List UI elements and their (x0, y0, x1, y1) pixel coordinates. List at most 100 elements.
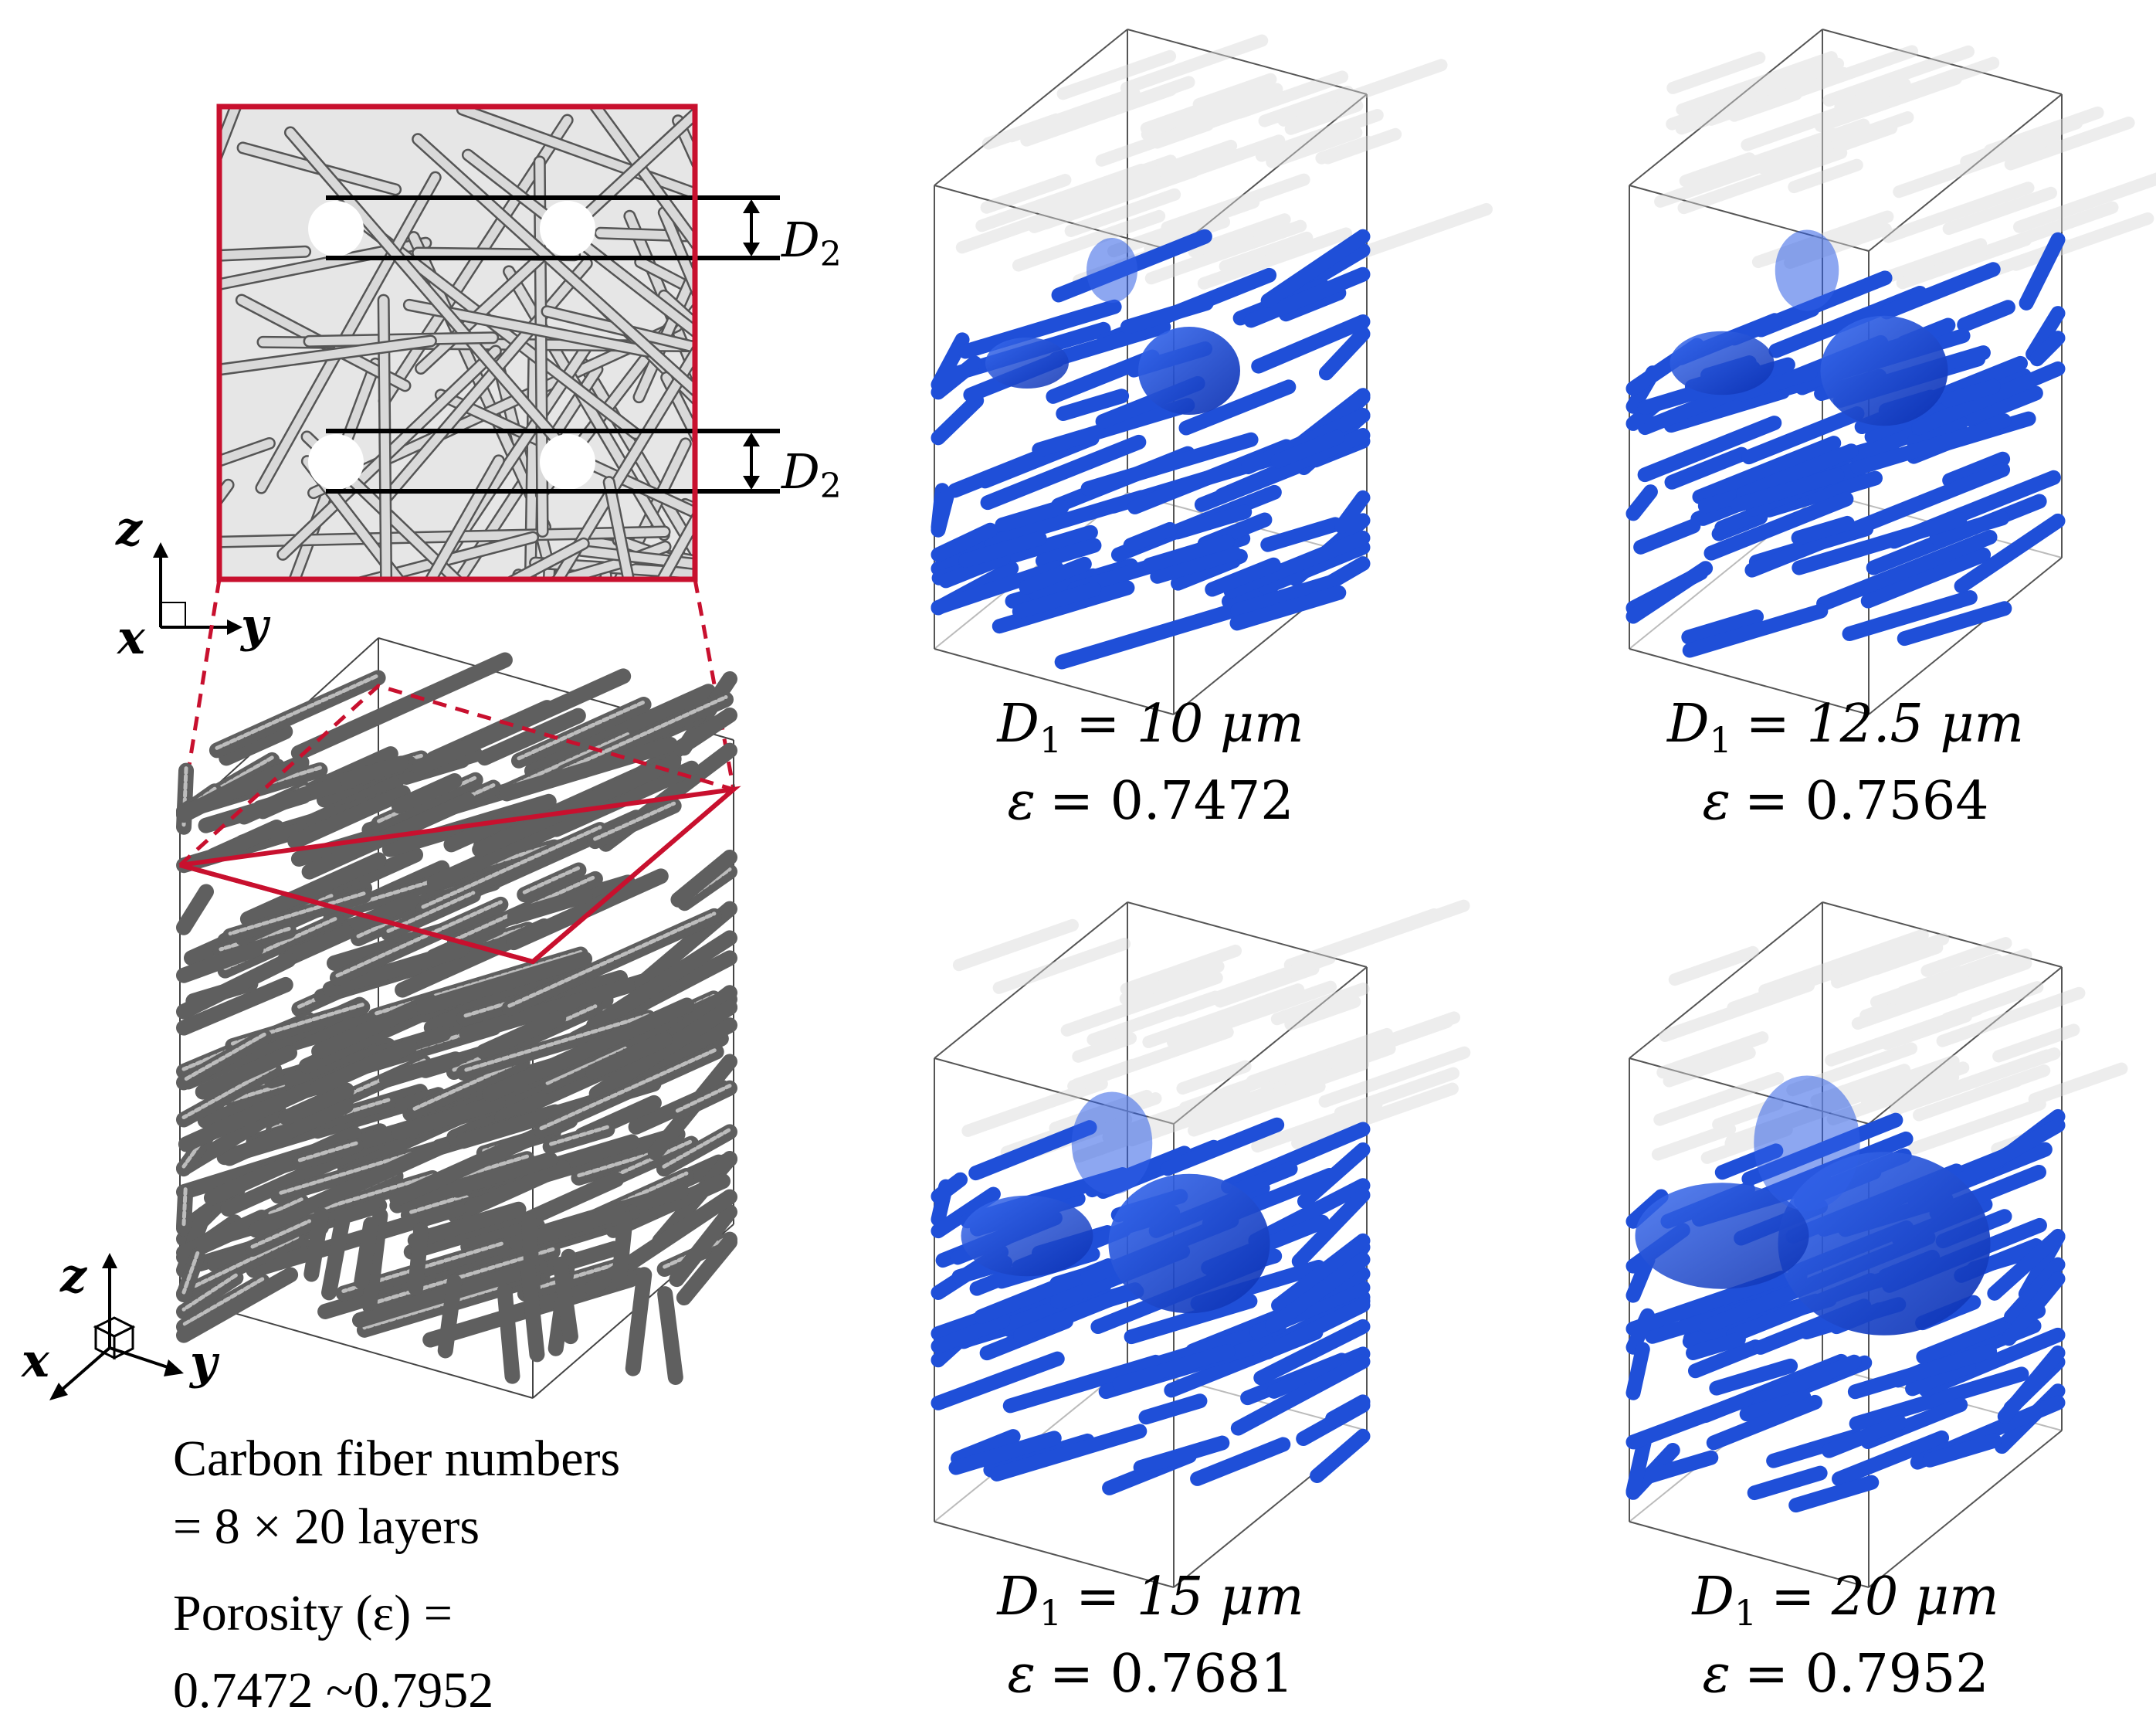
liquid-blob (1108, 1173, 1270, 1314)
fiber (596, 229, 695, 241)
pore-circle (308, 434, 364, 490)
fiber (656, 1124, 737, 1177)
top-view-frame (216, 104, 698, 582)
liquid-blob (1071, 1091, 1153, 1195)
fiber (507, 888, 593, 925)
fiber-highlight (215, 673, 381, 750)
axes-2d: z x y (115, 502, 271, 665)
fiber (552, 1256, 578, 1345)
d2-label: D2 (781, 212, 842, 274)
fiber (310, 1038, 418, 1096)
d2-dimension-lower: D2 (743, 433, 842, 506)
top-view-fiber-texture (219, 107, 695, 579)
fiber (219, 107, 241, 161)
fiber-highlight (297, 1141, 358, 1162)
arrow-down-icon (743, 243, 760, 256)
fiber-highlight (181, 1251, 200, 1295)
axis-z-label: z (115, 502, 144, 556)
liquid-blob (1754, 1075, 1860, 1211)
fiber (222, 888, 372, 944)
porosity-label: ε= 0.7952 (1702, 1644, 1988, 1705)
fiber (412, 668, 632, 776)
fiber-shadow (657, 289, 695, 333)
fiber-caption: Carbon fiber numbers = 8 × 20 layers Por… (173, 1431, 620, 1719)
fiber (636, 257, 695, 296)
fiber-highlight (561, 695, 728, 772)
arrow-right-icon (164, 1359, 184, 1376)
fiber (670, 1080, 737, 1121)
fiber (585, 1031, 673, 1080)
caption-line-4: 0.7472 ~0.7952 (173, 1662, 493, 1719)
fiber-highlight (662, 1127, 732, 1169)
fiber (361, 1207, 388, 1311)
fiber (219, 528, 670, 547)
fiber (659, 291, 695, 330)
fiber (482, 997, 695, 1102)
fiber-highlight (522, 866, 581, 894)
simulation-panel: D1= 12.5 μmε= 0.7564 (1625, 29, 2156, 832)
porosity-label: ε= 0.7681 (1007, 1644, 1293, 1705)
fiber (408, 1222, 429, 1296)
fiber (176, 941, 264, 983)
fiber (205, 820, 285, 864)
fiber (198, 788, 311, 833)
liquid-fibers (1625, 232, 2066, 658)
fiber (219, 724, 293, 766)
fiber (176, 1231, 305, 1302)
fiber (657, 1286, 683, 1386)
fiber (669, 1204, 737, 1288)
fiber-highlight (335, 900, 503, 978)
fiber (354, 1217, 379, 1290)
axis-cube-icon (93, 1316, 136, 1360)
fiber (415, 951, 593, 1016)
fiber (458, 107, 695, 199)
fiber (426, 799, 612, 891)
caption-line-1: Carbon fiber numbers (173, 1431, 620, 1487)
fiber (676, 1234, 737, 1305)
fiber (403, 1213, 521, 1260)
d1-label: D1= 12.5 μm (1666, 694, 2024, 761)
axis-y-label: y (239, 599, 271, 653)
fiber (472, 755, 682, 857)
fiber (176, 1209, 270, 1261)
fiber (576, 546, 695, 569)
fiber-highlight (539, 1047, 719, 1131)
fiber (514, 570, 533, 579)
fiber (222, 1098, 354, 1166)
top-view-panel (216, 104, 780, 582)
axes-3d: z x y (20, 1249, 220, 1400)
fiber (176, 884, 214, 935)
liquid-blob (985, 338, 1069, 389)
arrow-down-icon (743, 476, 760, 490)
ghost-fibers (1651, 928, 2128, 1164)
fiber-highlight (181, 1032, 266, 1082)
pore-circle (308, 201, 364, 256)
fiber (506, 893, 614, 951)
ghost-fibers (1654, 45, 2156, 290)
zoom-connector-right (693, 579, 736, 790)
fiber (256, 173, 440, 493)
fiber (339, 755, 409, 788)
liquid-blob (1670, 331, 1775, 395)
fiber (456, 1010, 656, 1081)
ghost-fibers (955, 34, 1493, 290)
fiber-highlight (593, 801, 676, 841)
fiber-highlight (228, 891, 366, 936)
fiber (407, 1201, 527, 1248)
axis-y-label: y (188, 1336, 220, 1390)
ghost-fibers (952, 899, 1471, 1163)
axis-x-label: x (116, 611, 146, 665)
fiber (625, 212, 695, 384)
fiber (406, 1054, 531, 1119)
fiber (389, 1152, 558, 1213)
fiber (219, 439, 274, 466)
d1-label: D1= 15 μm (995, 1566, 1303, 1634)
porosity-label: ε= 0.7472 (1007, 771, 1293, 832)
d1-label: D1= 10 μm (995, 694, 1303, 761)
d2-dimension-upper: D2 (743, 199, 842, 274)
fiber-highlight (421, 825, 602, 909)
fiber (391, 1095, 507, 1141)
fiber (217, 912, 344, 979)
fiber (195, 1045, 298, 1100)
d1-label: D1= 20 μm (1690, 1566, 1998, 1634)
